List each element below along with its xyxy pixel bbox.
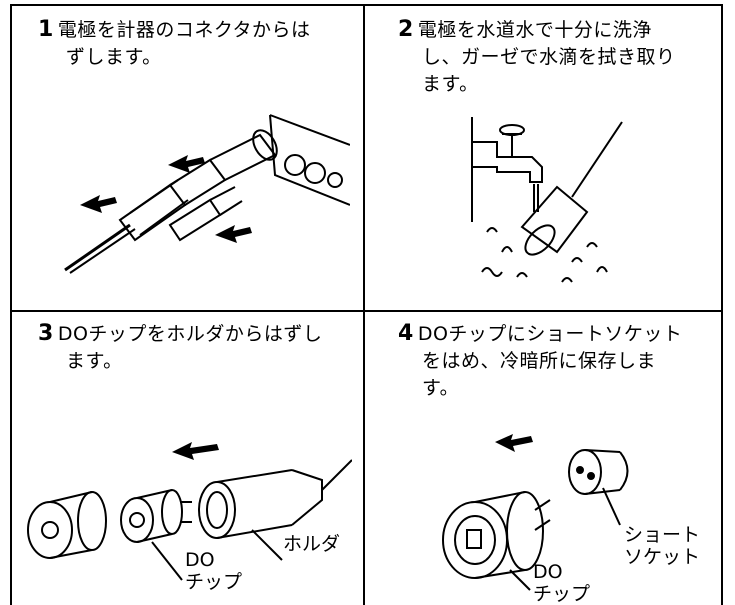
short-socket-illustration bbox=[435, 430, 635, 600]
do-chip-removal-illustration bbox=[22, 430, 352, 600]
grid-divider-vertical bbox=[363, 4, 365, 605]
instruction-grid bbox=[10, 4, 723, 605]
short-socket-label: ショート ソケット bbox=[624, 524, 701, 568]
step-number: 3 bbox=[38, 321, 54, 346]
grid-divider-horizontal bbox=[10, 310, 723, 312]
holder-label: ホルダ bbox=[283, 533, 341, 555]
connector-illustration bbox=[60, 105, 350, 275]
faucet-wash-illustration bbox=[462, 112, 642, 302]
step-number: 4 bbox=[398, 321, 414, 346]
do-chip-label-step3: DO チップ bbox=[185, 549, 243, 593]
step-number: 2 bbox=[398, 17, 414, 42]
step-number: 1 bbox=[38, 17, 54, 42]
do-chip-label-step4: DO チップ bbox=[533, 561, 591, 605]
